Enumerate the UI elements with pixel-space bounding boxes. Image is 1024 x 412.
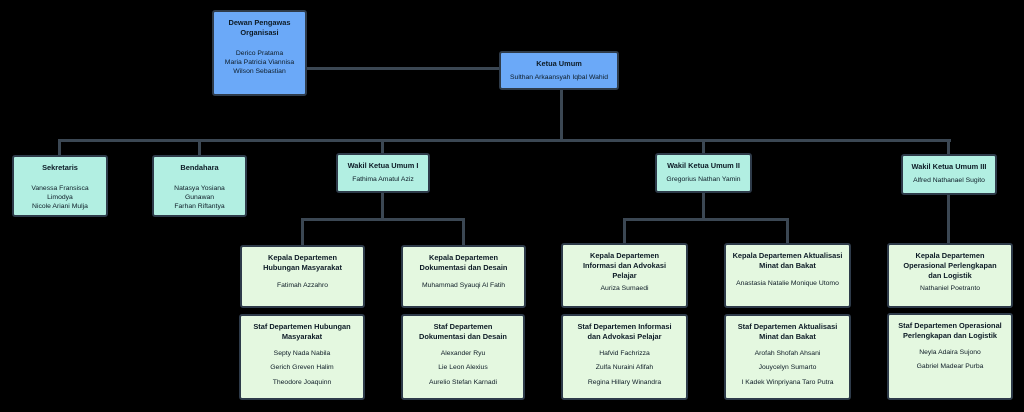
member-name: Aurelio Stefan Karnadi [428,378,497,386]
org-node-wakil-ketua-umum-1[interactable]: Wakil Ketua Umum I Fathima Amatul Aziz [336,153,430,193]
node-title: Staf Departemen Informasi dan Advokasi P… [577,322,672,341]
org-node-kepala-informasi-advokasi[interactable]: Kepala Departemen Informasi dan Advokasi… [561,243,688,308]
connector-drop-bendahara [198,139,201,157]
node-title: Kepala Departemen Hubungan Masyarakat [263,253,342,272]
member-name: Gerich Greven Halim [270,364,334,372]
org-node-staf-dokumentasi-desain[interactable]: Staf Departemen Dokumentasi dan Desain A… [401,314,525,400]
member-name: Jouycelyn Sumarto [758,364,817,372]
connector-drop-kepala-humas [301,218,304,247]
node-title: Staf Departemen Dokumentasi dan Desain [419,322,507,341]
node-title: Wakil Ketua Umum II [667,161,740,170]
connector-drop-kepala-dokdes [462,218,465,247]
member-name: Alfred Nathanael Sugito [913,176,985,184]
org-node-staf-hubungan-masyarakat[interactable]: Staf Departemen Hubungan Masyarakat Sept… [239,314,365,400]
node-title: Kepala Departemen Operasional Perlengkap… [903,251,997,280]
connector-main-bus [58,139,951,142]
member-name: Derico Pratama [235,49,284,57]
node-title: Staf Departemen Aktualisasi Minat dan Ba… [737,322,838,341]
member-name: Arofah Shofah Ahsani [754,349,821,357]
org-node-kepala-operasional-perlengkapan-logistik[interactable]: Kepala Departemen Operasional Perlengkap… [887,243,1013,308]
connector-wakil2-subbus [702,191,705,221]
node-title: Sekretaris [42,163,78,172]
org-node-dewan-pengawas-organisasi[interactable]: Dewan Pengawas Organisasi Derico Pratama… [212,10,307,96]
member-name: Nathaniel Poetranto [919,285,981,293]
connector-drop-kepala-ambak [786,218,789,245]
member-name: Muhammad Syauqi Al Fatih [421,281,506,289]
connector-drop-sekretaris [58,139,61,157]
node-title: Dewan Pengawas Organisasi [228,18,291,37]
connector-drop-kepala-infad [623,218,626,245]
org-node-bendahara[interactable]: Bendahara Natasya Yosiana Gunawan Farhan… [152,155,247,217]
member-name: Zulfa Nuraini Afifah [595,364,654,372]
org-node-wakil-ketua-umum-3[interactable]: Wakil Ketua Umum III Alfred Nathanael Su… [901,154,997,195]
connector-subbus2 [623,218,789,221]
member-name: Gabriel Madear Purba [916,363,984,371]
connector-wakil3-kepala [947,193,950,245]
member-name: Nicole Ariani Mulja [32,203,88,211]
org-node-wakil-ketua-umum-2[interactable]: Wakil Ketua Umum II Gregorius Nathan Yam… [655,153,752,193]
member-name: Theodore Joaquinn [272,378,332,386]
member-name: Septy Nada Nabila [273,349,331,357]
member-name: Neyla Adaira Sujono [919,348,981,356]
connector-drop-wakil1 [381,139,384,155]
connector-drop-wakil2 [702,139,705,155]
org-node-ketua-umum[interactable]: Ketua Umum Sulthan Arkaansyah Iqbal Wahi… [499,51,619,90]
org-node-staf-informasi-advokasi[interactable]: Staf Departemen Informasi dan Advokasi P… [561,314,688,400]
connector-ketua-drop [560,88,563,141]
connector-wakil1-subbus [381,191,384,221]
member-name: Sulthan Arkaansyah Iqbal Wahid [510,73,608,81]
node-title: Staf Departemen Operasional Perlengkapan… [898,321,1002,340]
member-name: Fatimah Azzahro [277,281,328,289]
node-title: Ketua Umum [536,59,582,68]
member-name: Regina Hillary Winandra [587,378,662,386]
node-title: Wakil Ketua Umum I [347,161,419,170]
member-name: Natasya Yosiana Gunawan [174,184,225,201]
org-node-staf-aktualisasi-minat-bakat[interactable]: Staf Departemen Aktualisasi Minat dan Ba… [724,314,851,400]
connector-subbus1 [301,218,465,221]
member-name: Anastasia Natalie Monique Utomo [736,279,839,287]
node-title: Wakil Ketua Umum III [911,162,987,171]
node-title: Kepala Departemen Dokumentasi dan Desain [419,253,508,272]
org-node-kepala-hubungan-masyarakat[interactable]: Kepala Departemen Hubungan Masyarakat Fa… [240,245,365,308]
member-name: Lie Leon Alexius [438,364,488,372]
member-name: Alexander Ryu [440,349,486,357]
org-node-staf-operasional-perlengkapan-logistik[interactable]: Staf Departemen Operasional Perlengkapan… [887,313,1013,400]
member-name: Auriza Sumaedi [600,285,649,293]
member-name: Wilson Sebastian [233,67,286,75]
connector-drop-wakil3 [947,139,950,156]
node-title: Staf Departemen Hubungan Masyarakat [253,322,351,341]
member-name: Maria Patricia Viannisa [224,58,295,66]
member-name: I Kadek Winpriyana Taro Putra [741,378,834,386]
org-node-kepala-dokumentasi-desain[interactable]: Kepala Departemen Dokumentasi dan Desain… [401,245,526,308]
node-title: Kepala Departemen Informasi dan Advokasi… [582,251,667,280]
member-name: Hafvid Fachrizza [599,349,650,357]
member-name: Gregorius Nathan Yamin [666,175,741,183]
node-title: Kepala Departemen Aktualisasi Minat dan … [732,251,843,270]
org-node-sekretaris[interactable]: Sekretaris Vanessa Fransisca Limodya Nic… [12,155,108,217]
node-title: Bendahara [180,163,219,172]
member-name: Farhan Riftantya [174,203,225,211]
member-name: Fathima Amatul Aziz [352,175,414,183]
connector-dewan-ketua [305,67,501,70]
org-node-kepala-aktualisasi-minat-bakat[interactable]: Kepala Departemen Aktualisasi Minat dan … [724,243,851,308]
member-name: Vanessa Fransisca Limodya [31,184,89,201]
